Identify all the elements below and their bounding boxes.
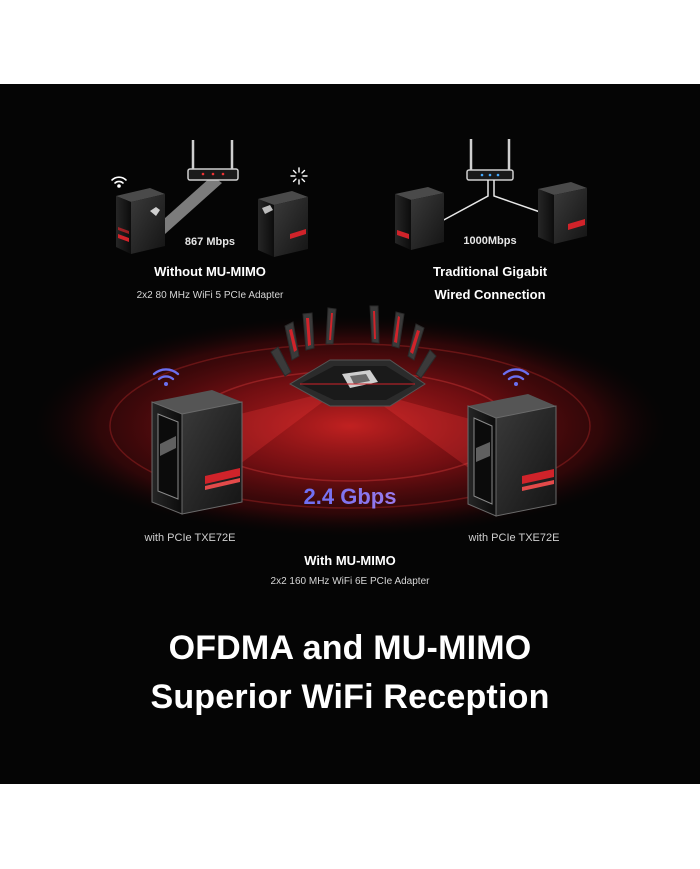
desktop-pc-icon bbox=[116, 188, 165, 254]
feature-panel: 867 Mbps Without MU-MIMO 2x2 80 MHz WiFi… bbox=[0, 84, 700, 784]
scene-title: With MU-MIMO bbox=[304, 553, 396, 568]
scene-title-line2: Wired Connection bbox=[434, 287, 546, 302]
pc-label-left: with PCIe TXE72E bbox=[144, 532, 236, 544]
desktop-pc-icon bbox=[258, 191, 308, 257]
wifi-icon bbox=[111, 176, 127, 188]
scene-title: Without MU-MIMO bbox=[154, 264, 266, 279]
headline-line2: Superior WiFi Reception bbox=[150, 678, 550, 716]
wifi-icon bbox=[502, 368, 530, 386]
without-mu-mimo-scene bbox=[111, 140, 308, 257]
speed-highlight: 2.4 Gbps bbox=[270, 484, 430, 510]
desktop-pc-icon bbox=[395, 187, 444, 250]
ethernet-cable bbox=[439, 180, 489, 223]
mu-mimo-scene bbox=[35, 305, 665, 536]
wifi-beam bbox=[155, 176, 222, 234]
gaming-pc-left-icon bbox=[151, 390, 243, 515]
scene-subtitle: 2x2 160 MHz WiFi 6E PCIe Adapter bbox=[270, 576, 430, 587]
small-router-icon bbox=[466, 139, 514, 181]
pc-label-right: with PCIe TXE72E bbox=[468, 532, 560, 544]
desktop-pc-icon bbox=[538, 182, 587, 244]
speed-label: 1000Mbps bbox=[463, 235, 517, 247]
wired-connection-scene bbox=[395, 139, 587, 250]
small-router-icon bbox=[187, 140, 239, 181]
speed-label: 867 Mbps bbox=[184, 236, 236, 248]
searching-signal-icon bbox=[290, 167, 308, 185]
gaming-router-icon bbox=[270, 305, 437, 407]
gaming-pc-right-icon bbox=[467, 394, 557, 517]
illustration bbox=[35, 139, 665, 536]
wifi-icon bbox=[152, 368, 180, 386]
scene-subtitle: 2x2 80 MHz WiFi 5 PCIe Adapter bbox=[136, 290, 284, 301]
scene-title-line1: Traditional Gigabit bbox=[432, 264, 548, 279]
ethernet-cable bbox=[493, 180, 541, 213]
headline-line1: OFDMA and MU-MIMO bbox=[168, 629, 532, 667]
